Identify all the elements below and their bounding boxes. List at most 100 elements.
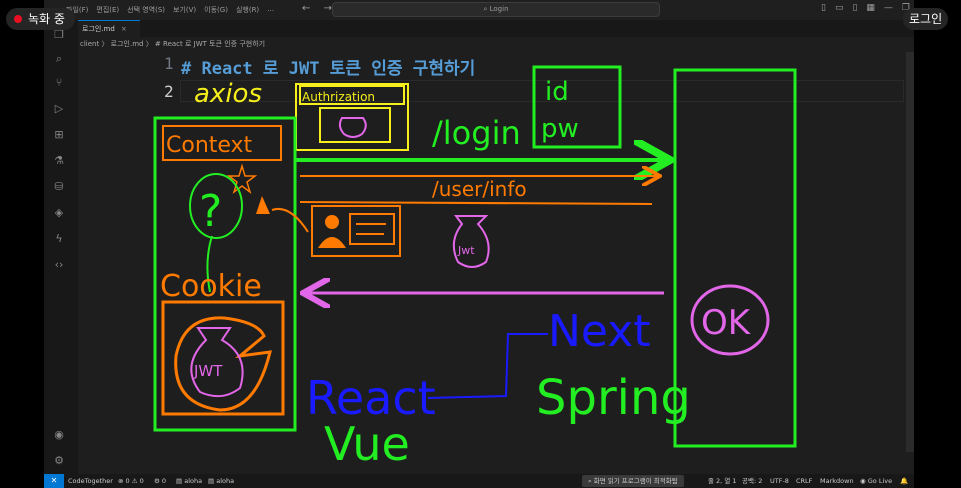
nav-arrows: ← → (302, 3, 342, 14)
user-info-lines-box (349, 213, 395, 245)
current-line-highlight (180, 80, 904, 102)
menu-run[interactable]: 실행(R) (235, 6, 260, 14)
status-ports[interactable]: ⚙ 0 (154, 477, 167, 485)
client-box (153, 116, 297, 432)
jwt-bag-icon (452, 215, 490, 268)
authorization-header-box (299, 85, 405, 105)
screen-reader-notice[interactable]: ⌕ 화면 읽기 프로그램이 최적화됨 (582, 475, 684, 487)
vue-label: Vue (324, 417, 410, 471)
menu-selection[interactable]: 선택 영역(S) (127, 6, 166, 14)
editor-area[interactable]: 1 2 # React 로 JWT 토큰 인증 구현하기 (78, 52, 904, 472)
jwt-bag-icon (338, 117, 367, 138)
token-slot-box (319, 107, 391, 143)
recording-badge[interactable]: 녹화 중 (6, 8, 75, 30)
layers-icon[interactable]: ◈ (54, 206, 64, 219)
breadcrumb[interactable]: client 〉 로그인.md 〉 # React 로 JWT 토큰 인증 구현… (80, 40, 266, 48)
login-badge[interactable]: 로그인 (903, 8, 949, 30)
status-codetogether[interactable]: CodeTogether (68, 477, 113, 485)
status-indentation[interactable]: 공백: 2 (742, 477, 763, 485)
jwt-bag-label: Jwt (457, 244, 475, 257)
code-icon[interactable]: ‹› (54, 258, 64, 271)
login-route-label: /login (432, 114, 521, 152)
back-arrow-icon[interactable]: ← (302, 3, 311, 14)
ok-label: OK (701, 303, 752, 343)
react-label: React (306, 371, 436, 425)
minimize-icon[interactable]: — (883, 3, 893, 13)
cookie-jwt-label: JWT (193, 362, 223, 380)
cookie-box (161, 300, 285, 416)
status-problems[interactable]: ⊗ 0 ⚠ 0 (118, 477, 144, 485)
authorization-label: Authrization (302, 90, 375, 104)
account-icon[interactable]: ◉ (54, 428, 64, 441)
status-eol[interactable]: CRLF (796, 477, 813, 485)
source-control-icon[interactable]: ⑂ (55, 76, 63, 89)
window-controls: ▯ ▭ ▯ ▦ — ❐ (821, 3, 910, 13)
status-encoding[interactable]: UTF-8 (770, 477, 789, 485)
search-icon: ⌕ (483, 5, 490, 13)
remote-indicator-icon[interactable]: ✕ (44, 474, 64, 488)
axios-label: axios (194, 79, 262, 109)
status-aloha-2: aloha (216, 477, 235, 485)
toggle-secondary-sidebar-icon[interactable]: ▯ (852, 3, 858, 13)
menu-view[interactable]: 보기(V) (173, 6, 197, 14)
hook-line (271, 208, 309, 233)
explorer-icon[interactable]: ❐ (54, 28, 64, 41)
zoom-icon: ⌕ (588, 477, 594, 485)
settings-gear-icon[interactable]: ⚙ (54, 454, 64, 467)
markdown-heading: # React 로 JWT 토큰 인증 구현하기 (181, 59, 476, 79)
hook-icon (256, 196, 270, 214)
forward-arrow-icon[interactable]: → (323, 3, 332, 14)
server-icon: ▤ (208, 477, 217, 485)
tab-label: 로그인.md (82, 25, 115, 33)
status-language[interactable]: Markdown (820, 477, 854, 485)
title-bar: 파일(F) 편집(E) 선택 영역(S) 보기(V) 이동(G) 실행(R) …… (44, 0, 914, 20)
toggle-panel-icon[interactable]: ▭ (834, 3, 844, 13)
menu-go[interactable]: 이동(G) (204, 6, 228, 14)
restore-icon[interactable]: ❐ (901, 3, 910, 13)
status-aloha-1: aloha (184, 477, 203, 485)
close-icon[interactable]: × (120, 25, 127, 33)
scrollbar[interactable] (906, 52, 914, 452)
search-icon[interactable]: ⌕ (55, 52, 63, 65)
menu-file[interactable]: 파일(F) (66, 6, 89, 14)
go-live-label: Go Live (867, 477, 893, 485)
status-bar: ✕ CodeTogether ⊗ 0 ⚠ 0 ⚙ 0 ▤ aloha ▤ alo… (44, 474, 914, 488)
menu-more[interactable]: … (267, 5, 275, 13)
menu-edit[interactable]: 편집(E) (96, 6, 120, 14)
test-icon[interactable]: ⚗ (54, 154, 64, 167)
framework-link-line (427, 333, 548, 399)
pw-label: pw (541, 114, 579, 144)
line-number: 2 (164, 82, 174, 101)
database-icon[interactable]: ⛁ (54, 180, 64, 193)
status-cursor-position[interactable]: 줄 2, 열 1 (708, 477, 737, 485)
status-go-live[interactable]: ◉ Go Live (860, 474, 892, 488)
record-icon (14, 15, 22, 23)
recording-label: 녹화 중 (28, 12, 65, 26)
jwt-bag-icon (190, 327, 244, 398)
status-branch-1[interactable]: ▤ aloha (176, 474, 202, 488)
context-link-line (206, 235, 213, 293)
question-mark: ? (199, 186, 222, 237)
context-label: Context (166, 133, 253, 158)
menu-bar: 파일(F) 편집(E) 선택 영역(S) 보기(V) 이동(G) 실행(R) … (66, 5, 274, 15)
status-branch-2[interactable]: ▤ aloha (208, 474, 234, 488)
command-center[interactable]: ⌕ Login (332, 2, 660, 17)
editor-tabs: 로그인.md × (78, 20, 914, 37)
user-info-line (299, 201, 653, 205)
next-label: Next (548, 306, 651, 357)
user-avatar-head-icon (325, 215, 339, 229)
cookie-icon (174, 316, 272, 412)
credentials-box (532, 65, 622, 149)
bell-icon[interactable]: 🔔 (900, 477, 909, 485)
tab-login-md[interactable]: 로그인.md × (78, 20, 140, 37)
toggle-primary-sidebar-icon[interactable]: ▯ (820, 3, 826, 13)
run-debug-icon[interactable]: ▷ (54, 102, 64, 115)
extensions-icon[interactable]: ⊞ (54, 128, 64, 141)
user-info-route-label: /user/info (432, 177, 527, 201)
customize-layout-icon[interactable]: ▦ (866, 3, 875, 13)
context-box (162, 125, 282, 161)
user-avatar-body-icon (318, 237, 346, 248)
lightning-icon[interactable]: ϟ (55, 232, 63, 245)
user-card-box (311, 205, 401, 257)
